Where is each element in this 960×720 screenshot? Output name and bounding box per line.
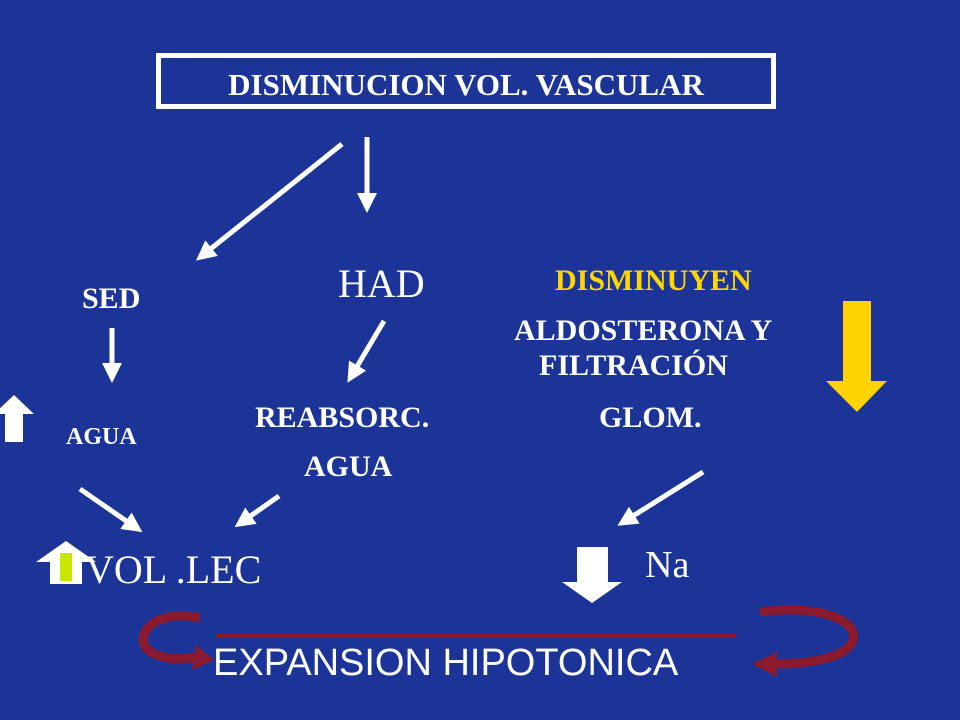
arrow-reabsorc-to-vol-lec bbox=[234, 493, 281, 528]
arrow-had-to-reabsorc bbox=[347, 319, 387, 383]
reabsorc-label: REABSORC. bbox=[255, 401, 430, 434]
arrow-glom-to-na bbox=[617, 469, 705, 526]
down-arrow-na-icon bbox=[562, 547, 622, 603]
na-label: Na bbox=[645, 544, 690, 586]
title-text: DISMINUCION VOL. VASCULAR bbox=[228, 67, 704, 102]
title-box: DISMINUCION VOL. VASCULAR bbox=[156, 53, 776, 109]
expansion-label: EXPANSION HIPOTONICA bbox=[213, 642, 679, 684]
right-cycle-arrow-icon bbox=[752, 605, 858, 677]
vol-lec-label: VOL .LEC bbox=[85, 547, 262, 592]
arrow-agua-to-vol-lec bbox=[78, 486, 143, 533]
arrow-title-to-sed bbox=[195, 142, 344, 261]
left-cycle-arrow-icon bbox=[138, 611, 214, 670]
sed-label: SED bbox=[82, 282, 141, 315]
up-arrow-agua-icon bbox=[0, 395, 34, 442]
expansion-bar bbox=[216, 633, 736, 638]
had-label: HAD bbox=[338, 261, 425, 306]
up-arrow-vol-lec-icon bbox=[36, 541, 96, 584]
filtracion-label: FILTRACIÓN bbox=[539, 349, 728, 382]
aldosterona-label: ALDOSTERONA Y bbox=[514, 314, 773, 347]
disminuyen-label: DISMINUYEN bbox=[555, 264, 752, 297]
yellow-down-arrow-icon bbox=[826, 301, 887, 412]
reabsorc-agua-label: AGUA bbox=[304, 450, 393, 483]
glom-label: GLOM. bbox=[599, 401, 702, 434]
agua-label: AGUA bbox=[66, 424, 137, 450]
